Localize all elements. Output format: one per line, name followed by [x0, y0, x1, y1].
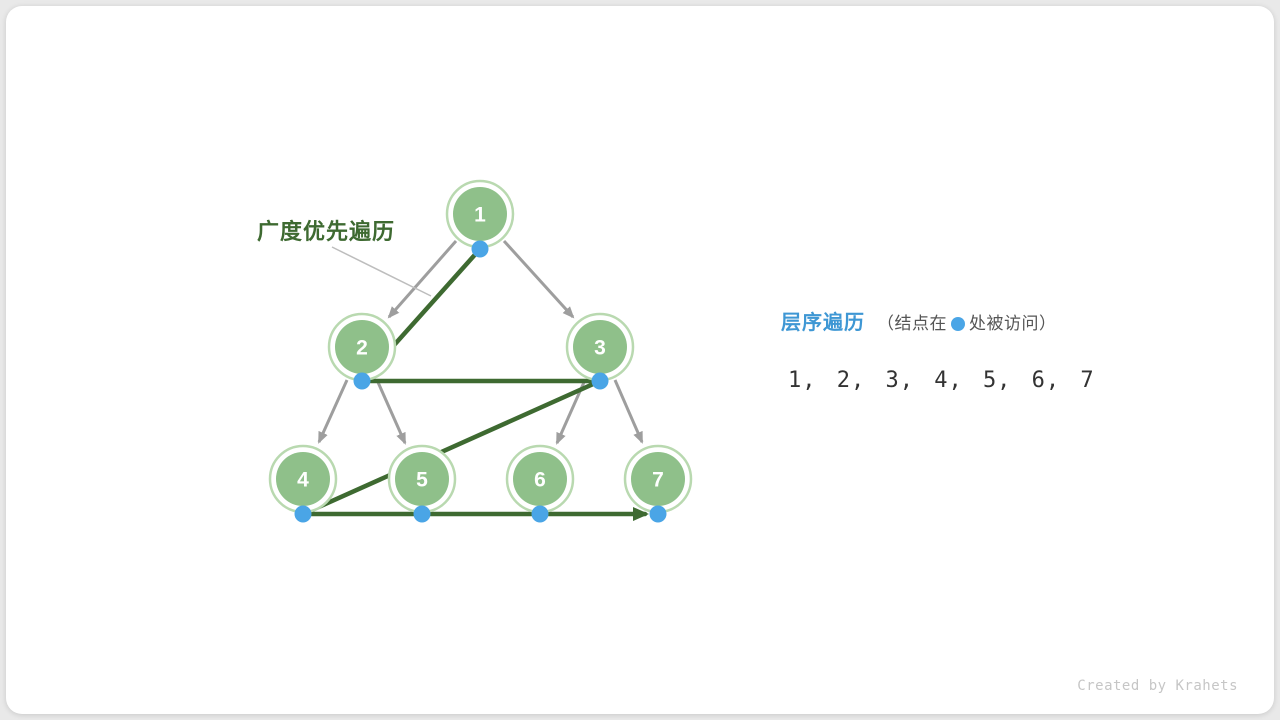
traversal-sequence: 1, 2, 3, 4, 5, 6, 7	[788, 368, 1095, 393]
note-after-dot: 处被访问）	[969, 314, 1057, 333]
blue-dot-icon	[951, 317, 965, 331]
bfs-label: 广度优先遍历	[257, 219, 396, 244]
note-before-dot: （结点在	[877, 314, 947, 333]
level-order-panel: 层序遍历 （结点在 处被访问）	[781, 306, 1057, 335]
level-order-note: （结点在 处被访问）	[877, 309, 1057, 334]
watermark: Created by Krahets	[1077, 678, 1238, 694]
content-card	[6, 6, 1274, 714]
level-order-title: 层序遍历	[781, 312, 865, 334]
